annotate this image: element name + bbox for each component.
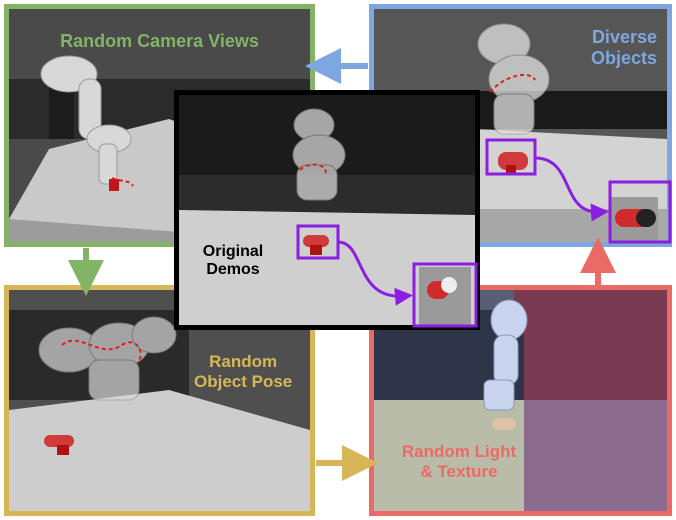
panel-random-light-texture: Random Light & Texture <box>369 285 672 516</box>
label-random-object-pose: Random Object Pose <box>194 352 293 391</box>
object-pose-scene-image <box>9 290 310 511</box>
light-texture-scene-image <box>374 290 667 511</box>
label-random-camera-views: Random Camera Views <box>60 31 259 51</box>
label-diverse-objects: Diverse Objects <box>590 27 657 68</box>
panel-random-object-pose: Random Object Pose <box>4 285 315 516</box>
original-demos-scene-image <box>179 95 475 325</box>
label-original-demos: Original Demos <box>202 243 264 279</box>
panel-original-demos: Original Demos <box>174 90 480 330</box>
label-random-light-texture: Random Light & Texture <box>401 442 517 481</box>
